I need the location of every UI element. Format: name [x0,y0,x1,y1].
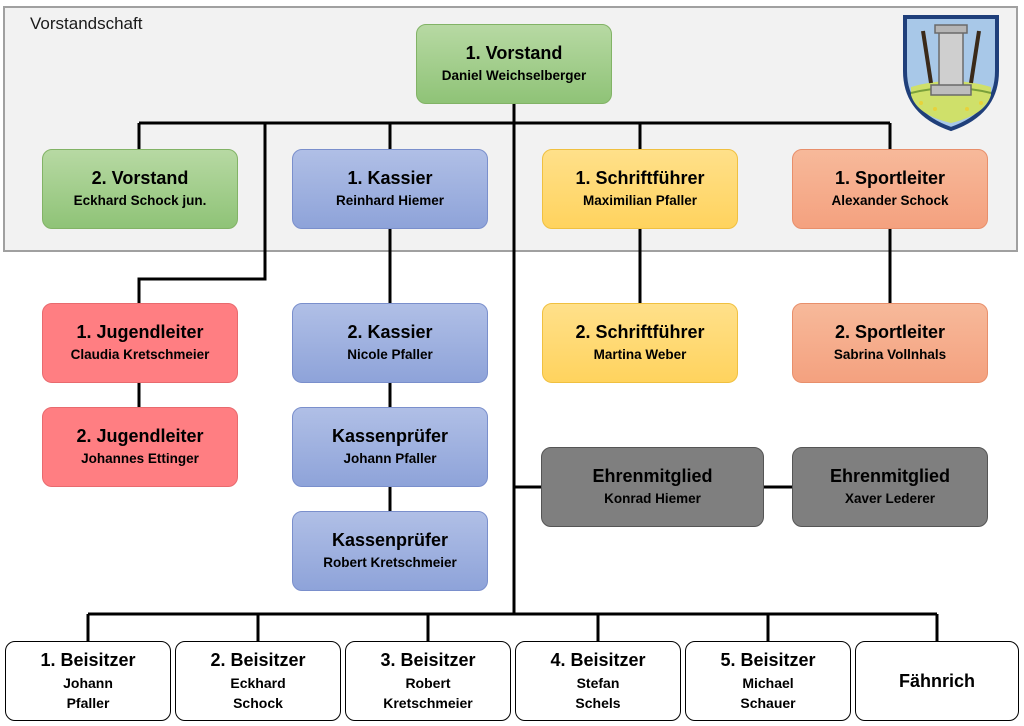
box-name: Robert Kretschmeier [383,675,473,711]
box-faehnrich: Fähnrich [855,641,1019,721]
box-title: 2. Schriftführer [575,322,705,342]
box-title: 2. Jugendleiter [76,426,204,446]
box-1-sportleiter: 1. Sportleiter Alexander Schock [792,149,988,229]
box-2-sportleiter: 2. Sportleiter Sabrina Vollnhals [792,303,988,383]
box-title: Kassenprüfer [331,426,449,446]
box-1-beisitzer: 1. Beisitzer Johann Pfaller [5,641,171,721]
box-title: Fähnrich [898,671,975,691]
box-name: Xaver Lederer [844,491,936,506]
box-name: Johann Pfaller [63,675,113,711]
box-name: Martina Weber [593,347,687,362]
box-title: 2. Beisitzer [210,650,306,670]
box-3-beisitzer: 3. Beisitzer Robert Kretschmeier [345,641,511,721]
box-name: Eckhard Schock [230,675,286,711]
box-title: 2. Vorstand [91,168,189,188]
box-kassenpruefer-1: Kassenprüfer Johann Pfaller [292,407,488,487]
box-title: 1. Kassier [347,168,433,188]
box-2-kassier: 2. Kassier Nicole Pfaller [292,303,488,383]
box-name: Eckhard Schock jun. [73,193,207,208]
box-title: 1. Vorstand [465,43,563,63]
box-name: Alexander Schock [831,193,949,208]
box-2-beisitzer: 2. Beisitzer Eckhard Schock [175,641,341,721]
box-name: Robert Kretschmeier [323,555,457,570]
box-name: Maximilian Pfaller [582,193,698,208]
box-2-schriftfuehrer: 2. Schriftführer Martina Weber [542,303,738,383]
box-name: Michael Schauer [740,675,796,711]
box-title: 1. Sportleiter [834,168,946,188]
box-title: 1. Beisitzer [40,650,136,670]
frame-title: Vorstandschaft [30,14,143,33]
box-1-kassier: 1. Kassier Reinhard Hiemer [292,149,488,229]
box-name: Johannes Ettinger [81,451,199,466]
box-1-vorstand: 1. Vorstand Daniel Weichselberger [416,24,612,104]
box-name: Reinhard Hiemer [335,193,445,208]
box-title: Ehrenmitglied [592,466,713,486]
box-ehrenmitglied-1: Ehrenmitglied Konrad Hiemer [541,447,764,527]
box-name: Nicole Pfaller [347,347,433,362]
box-title: 5. Beisitzer [720,650,816,670]
box-2-jugendleiter: 2. Jugendleiter Johannes Ettinger [42,407,238,487]
box-5-beisitzer: 5. Beisitzer Michael Schauer [685,641,851,721]
box-2-vorstand: 2. Vorstand Eckhard Schock jun. [42,149,238,229]
box-kassenpruefer-2: Kassenprüfer Robert Kretschmeier [292,511,488,591]
box-title: 2. Sportleiter [834,322,946,342]
box-title: 4. Beisitzer [550,650,646,670]
box-1-jugendleiter: 1. Jugendleiter Claudia Kretschmeier [42,303,238,383]
box-title: Ehrenmitglied [829,466,950,486]
box-title: 2. Kassier [347,322,433,342]
box-4-beisitzer: 4. Beisitzer Stefan Schels [515,641,681,721]
box-name: Konrad Hiemer [604,491,701,506]
box-name: Johann Pfaller [343,451,437,466]
box-name: Sabrina Vollnhals [833,347,947,362]
box-name: Claudia Kretschmeier [70,347,210,362]
box-title: 1. Jugendleiter [76,322,204,342]
box-name: Stefan Schels [575,675,621,711]
box-title: 1. Schriftführer [575,168,705,188]
box-name: Daniel Weichselberger [441,68,587,83]
box-title: Kassenprüfer [331,530,449,550]
box-1-schriftfuehrer: 1. Schriftführer Maximilian Pfaller [542,149,738,229]
club-crest-icon [903,15,999,132]
box-ehrenmitglied-2: Ehrenmitglied Xaver Lederer [792,447,988,527]
box-title: 3. Beisitzer [380,650,476,670]
